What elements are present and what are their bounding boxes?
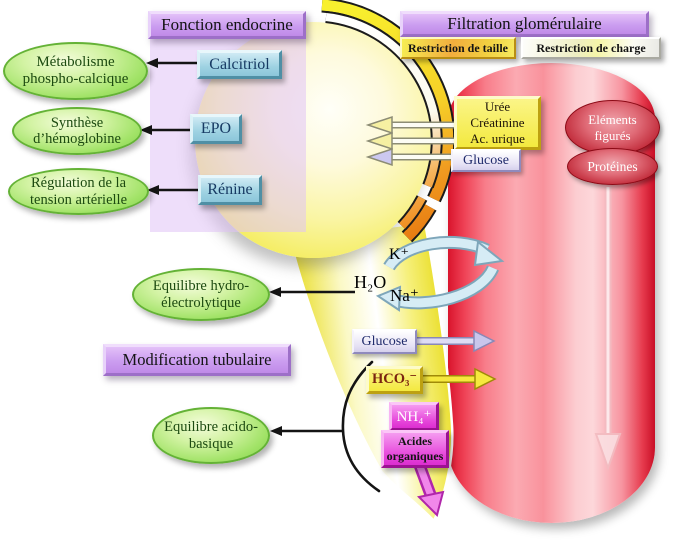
outer-arc2-outline (401, 203, 437, 243)
hormone-box-epo: EPO (190, 114, 242, 144)
reabsorbed-glucose-label: Glucose (361, 333, 408, 349)
restriction-charge-box: Restriction de charge (521, 37, 661, 59)
header-tubular-label: Modification tubulaire (122, 350, 272, 369)
secretion-arrow (412, 458, 445, 517)
balance-oval-hydro: Equilibre hydro-électrolytique (132, 268, 270, 321)
effect-oval-metabolisme: Métabolisme phospho-calcique (3, 42, 148, 100)
hydro-balance-connector-head (269, 287, 281, 297)
acid-balance-connector-head (270, 426, 282, 436)
effect-oval-tension: Régulation de la tension artérielle (8, 168, 149, 215)
na-label: Na⁺ (390, 286, 419, 305)
effect-oval-hemoglobine: Synthèse d’hémoglobine (12, 107, 142, 155)
secreted-organic-acids-label: Acides organiques (386, 434, 444, 463)
outer-arc2 (403, 204, 435, 241)
hormone-renine-label: Rénine (207, 181, 253, 198)
retained-elements-label: Eléments figurés (588, 112, 637, 143)
header-endocrine: Fonction endocrine (148, 11, 306, 39)
filtered-acurique-label: Ac. urique (470, 130, 525, 146)
hormone-box-renine: Rénine (198, 175, 262, 205)
header-filtration-label: Filtration glomérulaire (447, 14, 602, 33)
restriction-size-label: Restriction de taille (408, 40, 508, 55)
secreted-nh4-box: NH₄⁺ (389, 402, 439, 431)
header-tubular: Modification tubulaire (103, 344, 291, 376)
filtered-glucose-label: Glucose (463, 152, 509, 168)
restriction-size-box: Restriction de taille (400, 37, 516, 59)
balance-hydro-label: Equilibre hydro-électrolytique (152, 278, 250, 311)
filtered-creatinine-label: Créatinine (470, 115, 525, 131)
filtered-solutes-box: Urée Créatinine Ac. urique (454, 96, 541, 150)
secretion-arrow-head (416, 490, 445, 517)
balance-acid-base-label: Equilibre acido-basique (164, 419, 258, 452)
balance-oval-acid-base: Equilibre acido-basique (152, 407, 270, 464)
filtered-uree-label: Urée (484, 99, 511, 115)
hormone-epo-label: EPO (200, 120, 232, 137)
effect-metabolisme-label: Métabolisme phospho-calcique (22, 54, 129, 87)
restriction-charge-label: Restriction de charge (536, 40, 646, 55)
hormone-calcitriol-label: Calcitriol (209, 55, 270, 73)
secreted-organic-acids-box: Acides organiques (381, 430, 449, 468)
hormone-box-calcitriol: Calcitriol (197, 50, 282, 79)
header-filtration: Filtration glomérulaire (400, 11, 649, 37)
effect-hemoglobine-label: Synthèse d’hémoglobine (33, 114, 121, 147)
header-endocrine-label: Fonction endocrine (161, 15, 293, 34)
reabsorbed-hco3-box: HCO₃⁻ (366, 366, 423, 394)
retained-proteines-label: Protéines (587, 158, 638, 174)
ion-label-k: K⁺ (389, 244, 409, 264)
ion-label-h2o: H₂O (354, 272, 386, 293)
retained-oval-elements-figures: Eléments figurés (565, 100, 660, 155)
reabsorbed-glucose-box: Glucose (352, 329, 417, 354)
k-label: K⁺ (389, 246, 409, 263)
filtered-glucose-box: Glucose (451, 149, 521, 172)
balance-connectors (269, 287, 381, 493)
h2o-label: H₂O (354, 272, 387, 292)
retained-oval-proteines: Protéines (567, 148, 658, 185)
secreted-nh4-label: NH₄⁺ (396, 409, 432, 425)
ion-label-na: Na⁺ (390, 286, 419, 306)
effect-tension-label: Régulation de la tension artérielle (29, 175, 128, 208)
reabsorbed-hco3-label: HCO₃⁻ (371, 371, 418, 388)
